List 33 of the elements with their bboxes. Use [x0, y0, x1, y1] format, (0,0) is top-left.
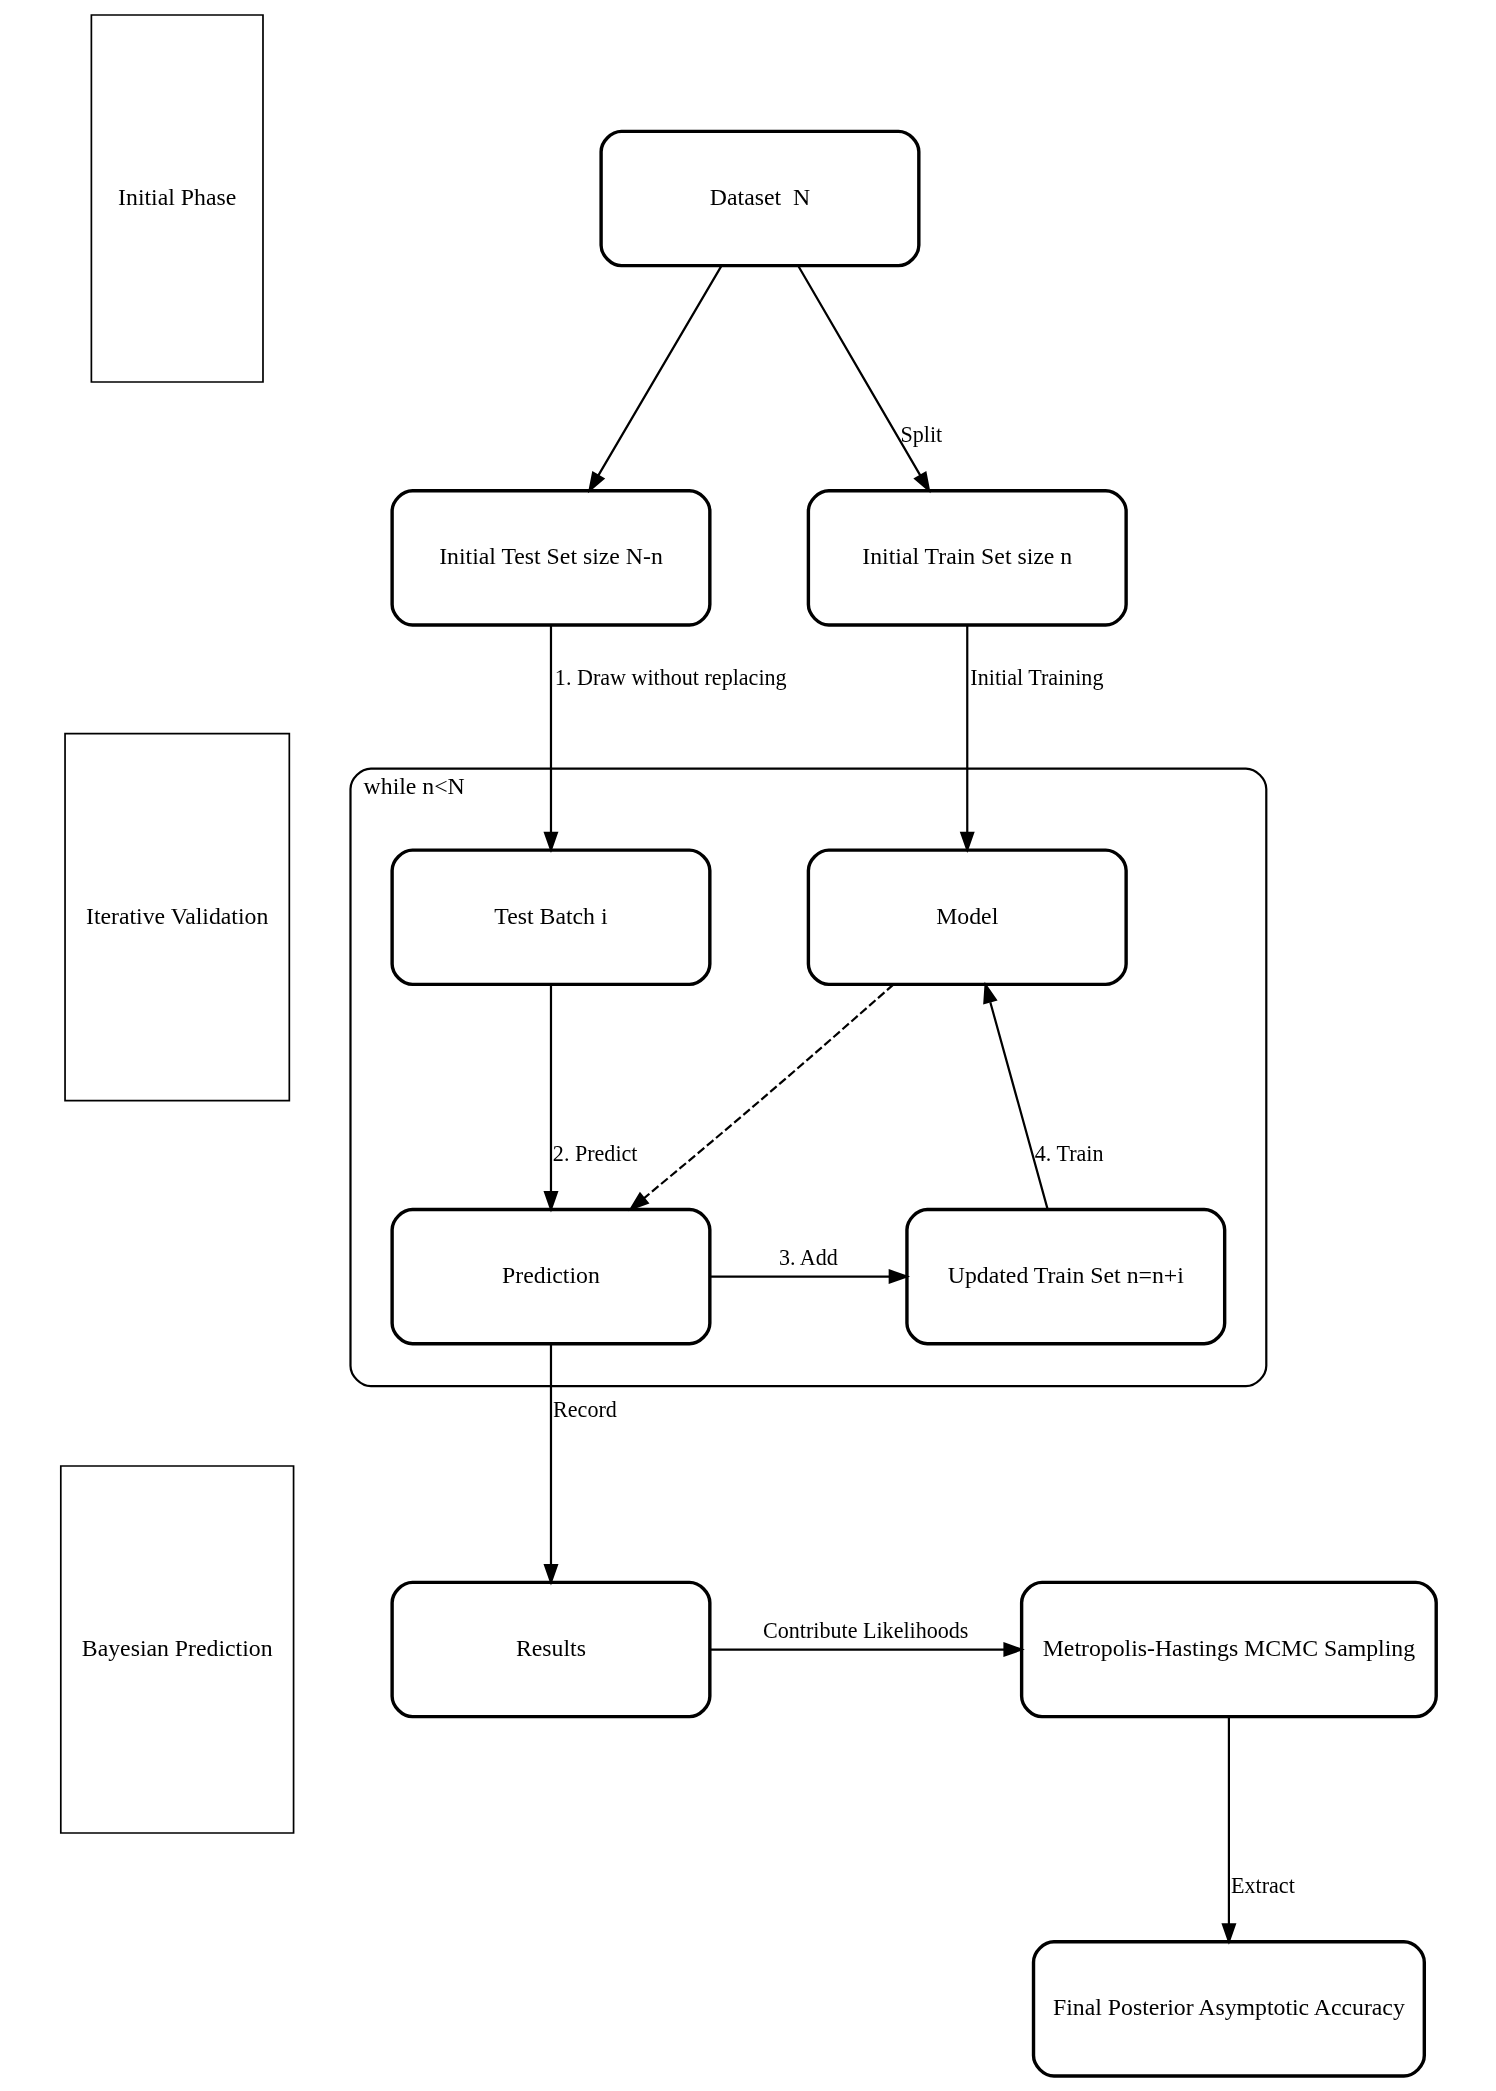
node-box: Initial Test Set size N-n	[389, 489, 712, 627]
edge-label: Extract	[1230, 1873, 1295, 1899]
node-box: Prediction	[389, 1207, 712, 1346]
arrow	[587, 265, 722, 494]
edge-label: 1. Draw without replacing	[554, 665, 787, 691]
node-box: Test Batch i	[389, 848, 712, 987]
arrow	[1220, 1717, 1236, 1945]
arrow	[542, 985, 558, 1213]
edge-label: Split	[900, 422, 942, 448]
edge-label: 2. Predict	[552, 1140, 637, 1166]
arrow	[797, 265, 931, 494]
arrow	[542, 1343, 558, 1586]
arrow	[542, 625, 558, 854]
node-box: Initial Phase	[90, 14, 264, 383]
node-box: Model	[806, 848, 1128, 987]
node-box: Metropolis-Hastings MCMC Sampling	[1019, 1580, 1438, 1719]
node-box: Dataset N	[598, 129, 921, 268]
arrow	[959, 625, 975, 854]
edge-label: Record	[552, 1397, 617, 1423]
edge-label: 3. Add	[778, 1245, 838, 1271]
edge-label: Contribute Likelihoods	[762, 1618, 968, 1644]
arrow	[627, 983, 894, 1212]
edge-label: 4. Train	[1034, 1140, 1104, 1166]
node-box: Final Posterior Asymptotic Accuracy	[1031, 1940, 1426, 2078]
node-box: Iterative Validation	[63, 732, 290, 1102]
arrow	[709, 1269, 910, 1285]
node-box: Bayesian Prediction	[59, 1465, 294, 1834]
arrow	[982, 981, 1049, 1210]
node-box: Updated Train Set n=n+i	[904, 1207, 1226, 1346]
node-box: Results	[389, 1580, 712, 1719]
edge-label: Initial Training	[969, 665, 1103, 691]
arrow	[709, 1642, 1025, 1658]
node-box: Initial Train Set size n	[806, 489, 1128, 627]
